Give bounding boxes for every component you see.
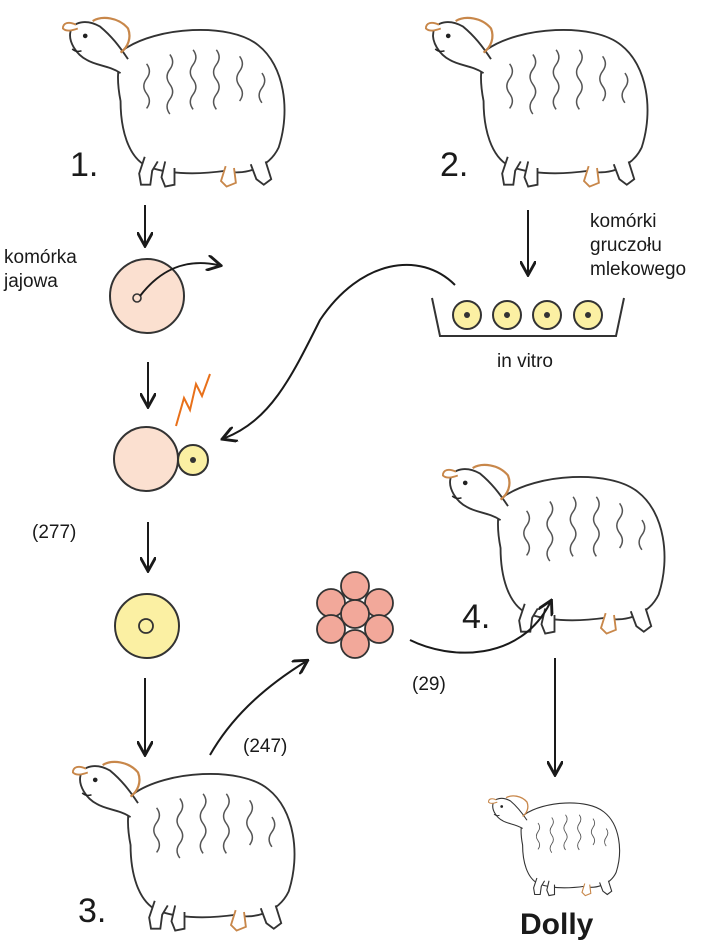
enucleated-egg bbox=[113, 426, 179, 492]
arrow-culture-to-fusion bbox=[225, 263, 456, 438]
count-29: (29) bbox=[412, 674, 446, 695]
sheep-1-number: 1. bbox=[70, 146, 99, 184]
sheep-dolly bbox=[487, 795, 621, 897]
dolly-label: Dolly bbox=[520, 908, 594, 941]
culture-dish bbox=[431, 297, 625, 337]
egg-cell-label: komórka jajowa bbox=[4, 247, 77, 292]
arrow-embryos-to-sheep4 bbox=[409, 603, 550, 654]
egg-cell bbox=[109, 258, 185, 334]
count-277: (277) bbox=[32, 522, 77, 543]
egg-nucleus bbox=[132, 293, 142, 303]
arrow-nucleus-removal bbox=[139, 263, 218, 297]
donor-nucleus bbox=[190, 457, 196, 463]
sheep-3-number: 3. bbox=[78, 892, 107, 930]
in-vitro-label: in vitro bbox=[497, 351, 553, 372]
sheep-4-number: 4. bbox=[462, 598, 491, 636]
embryo-cluster bbox=[316, 571, 394, 659]
zygote bbox=[114, 593, 180, 659]
arrow-sheep3-to-embryos bbox=[209, 662, 305, 756]
electric-spark bbox=[175, 373, 211, 427]
sheep-2-number: 2. bbox=[440, 146, 469, 184]
mammary-cells-label: komórki gruczołu mlekowego bbox=[590, 211, 687, 280]
cultured-cells bbox=[452, 300, 603, 330]
zygote-nucleus bbox=[138, 618, 154, 634]
count-247: (247) bbox=[243, 736, 288, 757]
